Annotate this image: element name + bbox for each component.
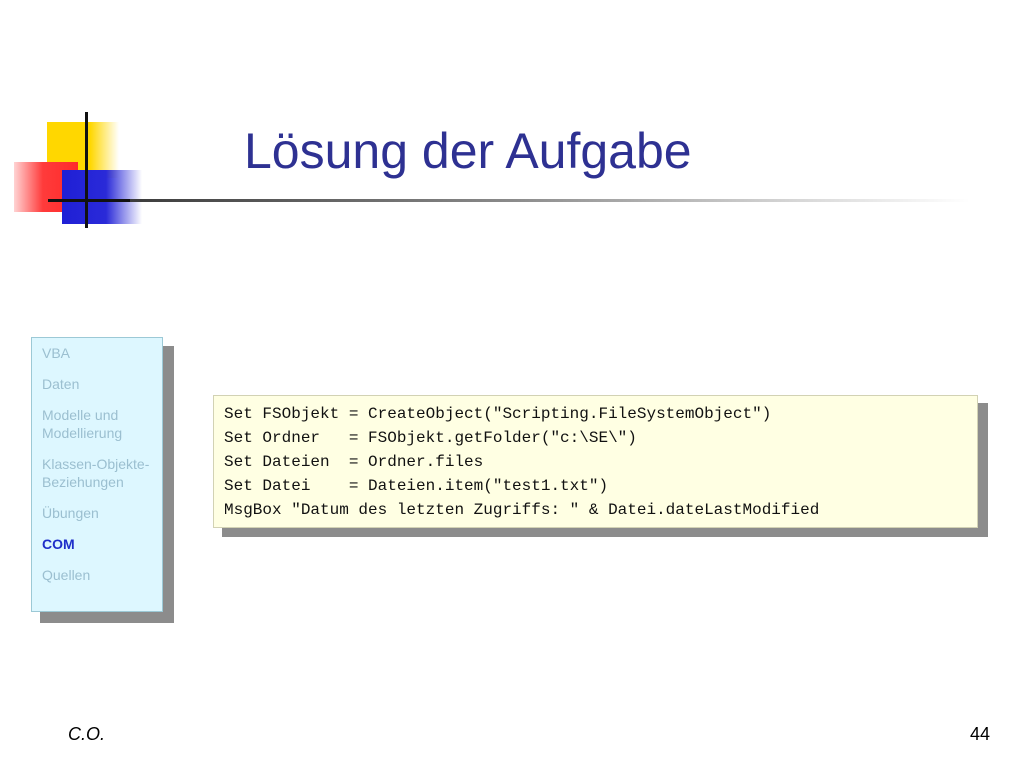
nav-item-modelle[interactable]: Modelle und Modellierung xyxy=(42,407,123,441)
code-line: Set Dateien = Ordner.files xyxy=(224,453,484,471)
nav-item-com[interactable]: COM xyxy=(42,536,75,552)
nav-item-klassen[interactable]: Klassen-Objekte-Beziehungen xyxy=(42,456,150,490)
nav-item-quellen[interactable]: Quellen xyxy=(42,567,91,583)
slide-title: Lösung der Aufgabe xyxy=(244,123,692,179)
code-line: Set Datei = Dateien.item("test1.txt") xyxy=(224,477,609,495)
code-line: Set Ordner = FSObjekt.getFolder("c:\SE\"… xyxy=(224,429,637,447)
nav-item-vba[interactable]: VBA xyxy=(42,345,71,361)
code-line: MsgBox "Datum des letzten Zugriffs: " & … xyxy=(224,501,820,519)
nav-item-uebungen[interactable]: Übungen xyxy=(42,505,99,521)
title-underline xyxy=(130,199,970,202)
slide-logo xyxy=(0,0,170,240)
code-box: Set FSObjekt = CreateObject("Scripting.F… xyxy=(213,395,978,528)
section-nav: VBA Daten Modelle und Modellierung Klass… xyxy=(31,337,163,612)
footer-page-number: 44 xyxy=(969,724,990,744)
footer-author: C.O. xyxy=(68,724,106,744)
logo-vertical-line xyxy=(85,112,88,228)
logo-blue-square xyxy=(62,170,142,224)
code-line: Set FSObjekt = CreateObject("Scripting.F… xyxy=(224,405,772,423)
nav-item-daten[interactable]: Daten xyxy=(42,376,80,392)
logo-horizontal-line xyxy=(48,199,140,202)
